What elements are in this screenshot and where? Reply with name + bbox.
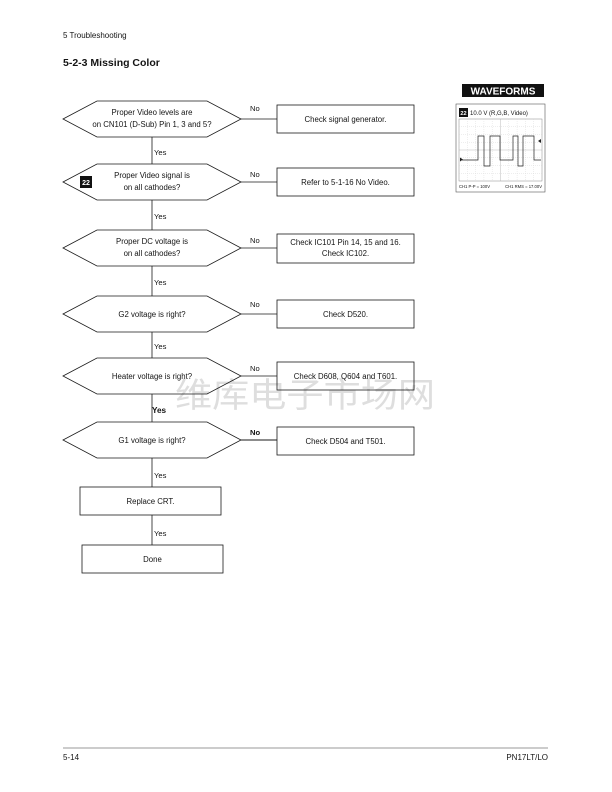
action-1-text: Check signal generator.: [305, 115, 387, 124]
decision-4-yes-label: Yes: [154, 342, 167, 351]
waveform-trace: [462, 135, 541, 167]
decision-1-yes-label: Yes: [154, 148, 167, 157]
watermark: 维库电子市场网: [175, 376, 435, 416]
scope-readout-rms: CH1 RMS = 17.00V: [505, 184, 542, 189]
step-done-text: Done: [143, 555, 162, 564]
waveform-ref-badge: [80, 176, 92, 188]
action-2-text: Refer to 5-1-16 No Video.: [301, 178, 390, 187]
decision-5: Heater voltage is right? No Check D608, …: [62, 357, 415, 422]
step-done: Done: [81, 544, 224, 574]
action-box-6: [276, 426, 415, 456]
decision-1-text-line-1: Proper Video levels are: [112, 108, 193, 117]
action-box-1: [276, 104, 415, 134]
decision-1-no-label: No: [250, 104, 260, 113]
action-box-3: [276, 233, 415, 264]
decision-5-no-label: No: [250, 364, 260, 373]
section-title: 5-2-3 Missing Color: [63, 57, 160, 69]
decision-3-yes-label: Yes: [154, 278, 167, 287]
trigger-marker-left: [460, 157, 463, 162]
decision-3-text-line-2: on all cathodes?: [124, 249, 181, 258]
step-done-box: [81, 544, 224, 574]
action-box-5: [276, 361, 415, 391]
decision-2-text-line-2: on all cathodes?: [124, 183, 181, 192]
decision-3: Proper DC voltage is on all cathodes? No…: [62, 229, 415, 296]
action-3-text-line-2: Check IC102.: [322, 249, 369, 258]
decision-5-yes-label: Yes: [152, 406, 167, 415]
decision-2: 22 Proper Video signal is on all cathode…: [62, 163, 415, 230]
decision-2-no-label: No: [250, 170, 260, 179]
step-replace-crt-text: Replace CRT.: [127, 497, 175, 506]
action-3-text-line-1: Check IC101 Pin 14, 15 and 16.: [290, 238, 401, 247]
decision-3-shape: [62, 229, 242, 267]
decision-1-text-line-2: on CN101 (D-Sub) Pin 1, 3 and 5?: [92, 120, 212, 129]
decision-1-shape: [62, 100, 242, 138]
action-box-4: [276, 299, 415, 329]
scope-badge: [459, 108, 468, 117]
decision-3-text-line-1: Proper DC voltage is: [116, 237, 188, 246]
decision-4: G2 voltage is right? No Check D520. Yes: [62, 295, 415, 358]
footer-model: PN17LT/LO: [506, 753, 548, 762]
decision-6-no-label: No: [250, 428, 260, 437]
page-header-section: 5 Troubleshooting: [63, 31, 127, 40]
decision-6-text: G1 voltage is right?: [118, 436, 186, 445]
decision-3-no-label: No: [250, 236, 260, 245]
decision-4-text: G2 voltage is right?: [118, 310, 186, 319]
scope-scale-label: 10.0 V (R,G,B, Video): [470, 111, 528, 117]
waveforms-title: WAVEFORMS: [471, 87, 536, 98]
trigger-marker-right: [538, 139, 541, 143]
waveform-ref-badge-label: 22: [82, 180, 90, 187]
action-box-2: [276, 167, 415, 197]
decision-1: Proper Video levels are on CN101 (D-Sub)…: [62, 100, 415, 164]
decision-2-text-line-1: Proper Video signal is: [114, 171, 190, 180]
decision-5-text: Heater voltage is right?: [112, 372, 193, 381]
step-replace-crt: Replace CRT. Yes: [79, 486, 222, 545]
decision-4-no-label: No: [250, 300, 260, 309]
decision-6-yes-label: Yes: [154, 471, 167, 480]
footer-page-number: 5-14: [63, 753, 80, 762]
step-replace-crt-box: [79, 486, 222, 516]
waveforms-panel: WAVEFORMS 22 10.0 V (R,G,B, Video) CH1 P…: [455, 84, 546, 193]
step-replace-crt-yes-label: Yes: [154, 529, 167, 538]
scope-badge-label: 22: [460, 111, 466, 117]
decision-6: G1 voltage is right? No Check D504 and T…: [62, 421, 415, 487]
waveforms-title-bar: [462, 84, 544, 97]
action-4-text: Check D520.: [323, 310, 368, 319]
scope-readout-pp: CH1 P-P = 100V: [459, 184, 490, 189]
decision-2-yes-label: Yes: [154, 212, 167, 221]
action-5-text: Check D608, Q604 and T601.: [294, 372, 397, 381]
action-6-text: Check D504 and T501.: [305, 437, 385, 446]
